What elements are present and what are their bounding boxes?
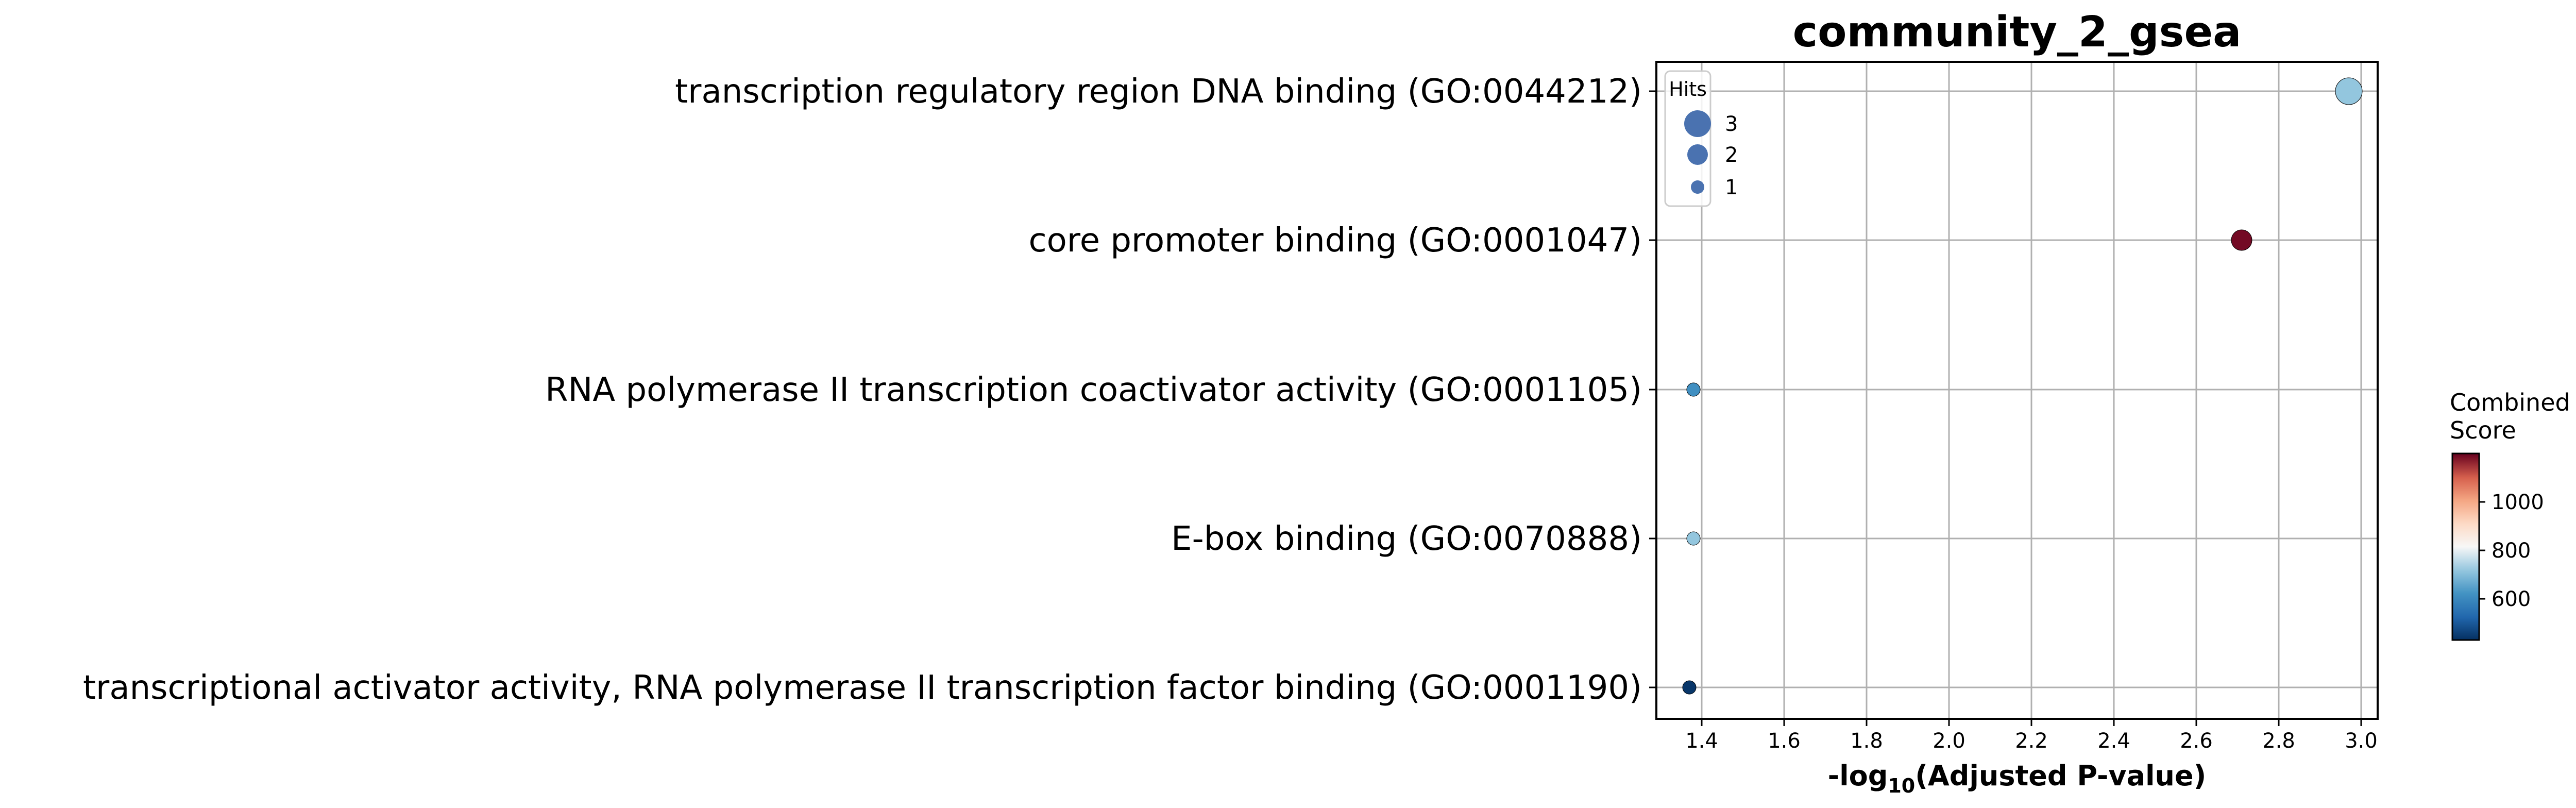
- data-point-1: [2231, 229, 2252, 251]
- chart-title: community_2_gsea: [1793, 8, 2242, 57]
- x-tick-label-6: 2.6: [2180, 729, 2213, 753]
- legend-marker-3: [1684, 110, 1711, 137]
- x-tick-label-0: 1.4: [1685, 729, 1718, 753]
- colorbar-ticks: 600 800 1000: [2479, 491, 2544, 611]
- data-points: [1682, 77, 2363, 695]
- legend-label-2: 2: [1725, 143, 1738, 167]
- colorbar-tick-label-0: 600: [2492, 587, 2531, 611]
- x-axis-ticks: 1.4 1.6 1.8 2.0 2.2 2.4 2.6 2.8 3.0: [1685, 719, 2378, 753]
- x-tick-label-5: 2.4: [2097, 729, 2130, 753]
- data-point-3: [1686, 531, 1701, 546]
- y-axis-labels: transcription regulatory region DNA bind…: [83, 73, 1656, 707]
- colorbar-title-line1: Combined: [2450, 389, 2570, 416]
- colorbar-tick-label-1: 800: [2492, 539, 2531, 563]
- x-axis-label-suffix: (Adjusted P-value): [1915, 760, 2206, 792]
- data-point-2: [1686, 382, 1701, 397]
- colorbar-tick-label-2: 1000: [2492, 491, 2544, 514]
- x-axis-label-subscript: 10: [1888, 775, 1915, 797]
- x-tick-label-2: 1.8: [1850, 729, 1883, 753]
- legend-marker-1: [1691, 180, 1704, 194]
- colorbar-gradient: [2451, 452, 2480, 641]
- size-legend: Hits 3 2 1: [1664, 70, 1738, 207]
- legend-title: Hits: [1669, 78, 1707, 100]
- x-tick-label-4: 2.2: [2015, 729, 2048, 753]
- y-tick-label-0: transcription regulatory region DNA bind…: [675, 73, 1642, 111]
- data-point-0: [2335, 77, 2363, 105]
- y-tick-label-2: RNA polymerase II transcription coactiva…: [545, 371, 1642, 409]
- x-axis-label-prefix: -log: [1828, 760, 1888, 792]
- legend-label-1: 1: [1725, 176, 1738, 199]
- x-tick-label-3: 2.0: [1933, 729, 1965, 753]
- y-tick-label-1: core promoter binding (GO:0001047): [1028, 222, 1642, 260]
- y-tick-label-4: transcriptional activator activity, RNA …: [83, 669, 1642, 707]
- legend-items: 3 2 1: [1684, 110, 1738, 199]
- gridlines: [1656, 62, 2378, 719]
- x-tick-label-8: 3.0: [2345, 729, 2378, 753]
- y-tick-label-3: E-box binding (GO:0070888): [1171, 520, 1642, 558]
- colorbar-title-line2: Score: [2450, 416, 2516, 444]
- legend-marker-2: [1687, 144, 1708, 165]
- legend-label-3: 3: [1725, 112, 1738, 136]
- x-tick-label-7: 2.8: [2262, 729, 2295, 753]
- x-tick-label-1: 1.6: [1768, 729, 1801, 753]
- plot-area: [1655, 61, 2379, 720]
- colorbar: Combined Score 600 800 1000: [2450, 389, 2570, 641]
- data-point-4: [1682, 680, 1697, 695]
- x-axis-label: -log10(Adjusted P-value): [1828, 760, 2207, 797]
- legend-frame: [1664, 70, 1711, 207]
